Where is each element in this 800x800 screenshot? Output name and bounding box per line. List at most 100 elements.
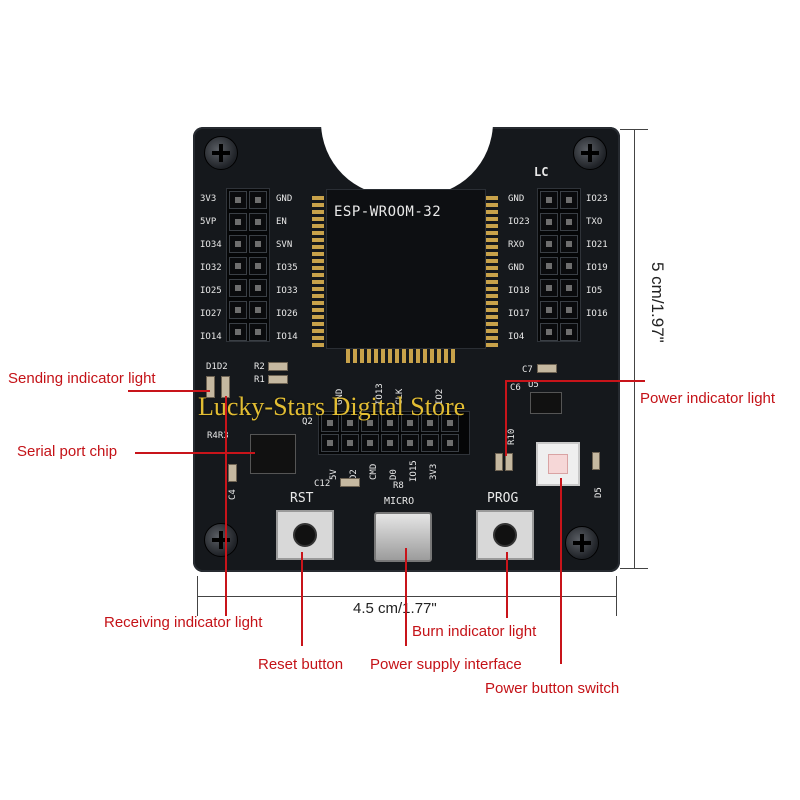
pin-label: IO21 [586, 240, 608, 250]
esp-wroom-32-module [326, 189, 486, 349]
module-pogo-pins-right [486, 195, 498, 347]
pin-label: 3V3 [429, 463, 439, 480]
micro-usb-port[interactable] [374, 512, 432, 562]
leader-line [225, 396, 227, 616]
width-dimension-tick [616, 576, 617, 616]
pin-label: GND [508, 263, 525, 273]
capacitor-c7 [537, 364, 557, 373]
callout-serial-chip: Serial port chip [17, 443, 118, 460]
leader-line [505, 380, 507, 456]
leader-line [405, 548, 407, 646]
resistor-r2 [268, 362, 288, 371]
pin-label: 3V3 [200, 194, 217, 204]
power-switch-actuator[interactable] [548, 454, 568, 474]
callout-reset-button: Reset button [258, 656, 344, 673]
pin-label: CMD [369, 463, 379, 480]
width-dimension: 4.5 cm/1.77" [353, 600, 437, 617]
board-logo: LC [534, 165, 549, 179]
resistor-designator: R2 [254, 362, 265, 372]
width-dimension-tick [197, 576, 198, 616]
pin-label: TXO [586, 217, 603, 227]
callout-power-indicator: Power indicator light [640, 390, 776, 407]
pin-label: EN [276, 217, 287, 227]
height-dimension: 5 cm/1.97" [648, 262, 667, 343]
burn-indicator-led [495, 453, 503, 471]
pin-label: IO17 [508, 309, 530, 319]
pin-label: IO14 [200, 332, 222, 342]
regulator-designator: U5 [528, 380, 539, 390]
pin-label: IO15 [409, 460, 419, 482]
callout-receiving-indicator: Receiving indicator light [104, 614, 263, 631]
left-pin-header [226, 188, 270, 342]
capacitor-designator: C6 [510, 383, 521, 393]
pin-label: IO4 [508, 332, 525, 342]
pin-label: GND [508, 194, 525, 204]
pin-label: IO35 [276, 263, 298, 273]
store-watermark: Lucky-Stars Digital Store [198, 392, 466, 421]
height-dimension-tick [620, 568, 648, 569]
pin-label: SVN [276, 240, 293, 250]
pin-label: IO23 [586, 194, 608, 204]
power-indicator-led [505, 453, 513, 471]
pin-label: 5VP [200, 217, 217, 227]
capacitor-c4 [228, 464, 237, 482]
pin-label: IO19 [586, 263, 608, 273]
pin-label: IO23 [508, 217, 530, 227]
module-label: ESP-WROOM-32 [334, 204, 442, 220]
serial-port-chip [250, 434, 296, 474]
prog-label: PROG [487, 491, 519, 506]
leader-line [505, 380, 645, 382]
pin-label: IO16 [586, 309, 608, 319]
leader-line [128, 390, 210, 392]
regulator-u5 [530, 392, 562, 414]
module-pogo-pins-left [312, 195, 324, 347]
resistor-designator: R8 [393, 481, 404, 491]
bottom-pin-header [318, 411, 470, 455]
screw-top-left-icon [204, 136, 238, 170]
led-d5 [592, 452, 600, 470]
resistor-designator: R1 [254, 375, 265, 385]
rst-label: RST [290, 491, 314, 506]
pin-label: IO5 [586, 286, 603, 296]
pin-label: IO32 [200, 263, 222, 273]
prog-button-cap[interactable] [493, 523, 517, 547]
reset-button[interactable] [276, 510, 334, 560]
pin-label: GND [276, 194, 293, 204]
pin-label: IO27 [200, 309, 222, 319]
callout-power-switch: Power button switch [485, 680, 620, 697]
prog-button[interactable] [476, 510, 534, 560]
height-dimension-line [634, 129, 635, 569]
reset-button-cap[interactable] [293, 523, 317, 547]
led-designator: D5 [594, 487, 604, 498]
right-pin-header [537, 188, 581, 342]
pin-label: RXO [508, 240, 525, 250]
resistor-r1 [268, 375, 288, 384]
pin-label: IO25 [200, 286, 222, 296]
resistor-designator: R10 [507, 428, 517, 445]
screw-bottom-right-icon [565, 526, 599, 560]
pin-label: IO34 [200, 240, 222, 250]
capacitor-designator: C7 [522, 365, 533, 375]
pin-label: 5V [329, 469, 339, 480]
pin-label: D0 [389, 469, 399, 480]
capacitor-designator: C12 [314, 479, 331, 489]
led-designator: D1D2 [206, 362, 228, 372]
leader-line [301, 552, 303, 646]
height-dimension-tick [620, 129, 648, 130]
width-dimension-line [197, 596, 617, 597]
leader-line [135, 452, 255, 454]
power-switch[interactable] [536, 442, 580, 486]
capacitor-designator: C4 [228, 489, 238, 500]
transistor-designator: Q2 [302, 417, 313, 427]
callout-burn-indicator: Burn indicator light [412, 623, 537, 640]
screw-bottom-left-icon [204, 523, 238, 557]
leader-line [560, 478, 562, 664]
sending-led [206, 376, 215, 398]
pin-label: IO14 [276, 332, 298, 342]
screw-top-right-icon [573, 136, 607, 170]
pin-label: IO33 [276, 286, 298, 296]
usb-label: MICRO [384, 496, 415, 507]
pin-label: IO18 [508, 286, 530, 296]
resistor-designator: R4R3 [207, 431, 229, 441]
pin-label: IO26 [276, 309, 298, 319]
